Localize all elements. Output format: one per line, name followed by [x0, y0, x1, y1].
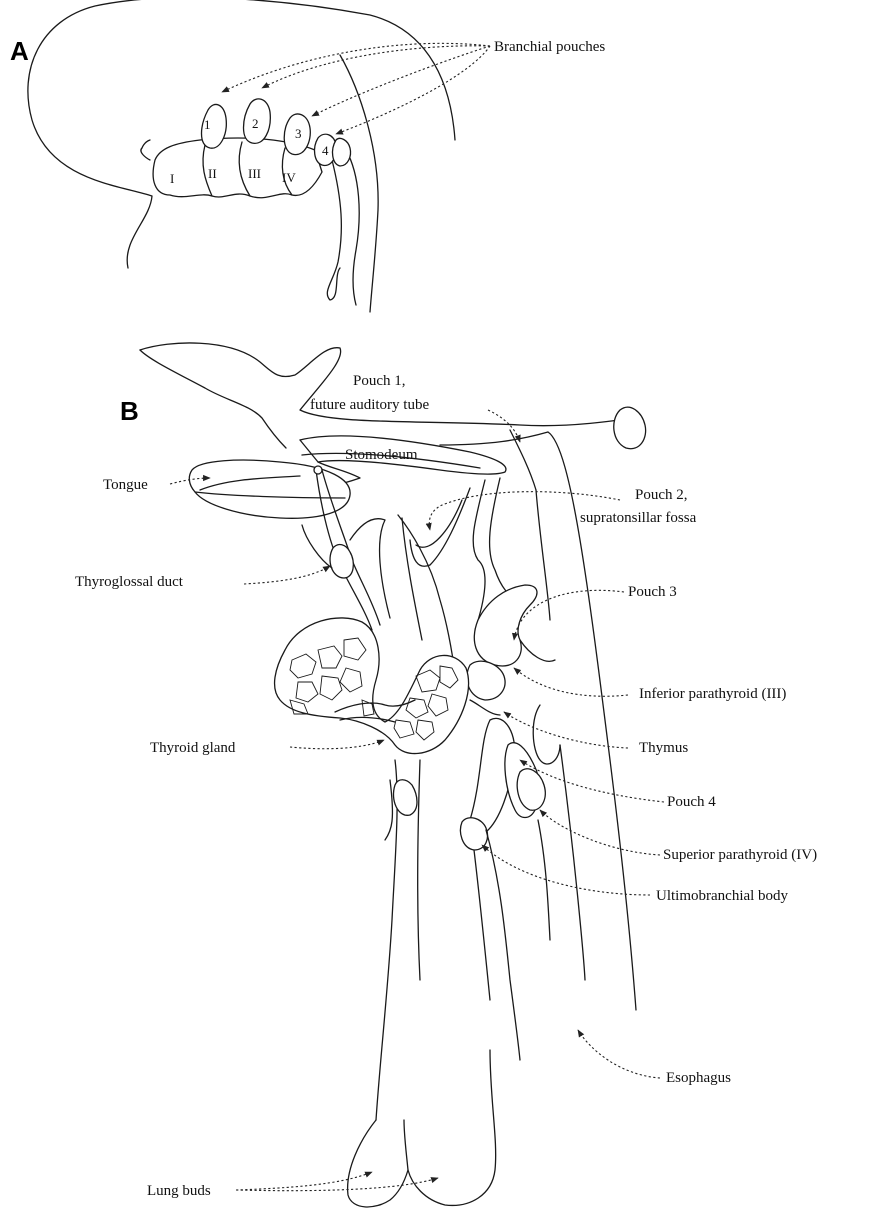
- leader-esophagus: [578, 1030, 660, 1078]
- leader-thyroid: [290, 740, 384, 749]
- foregut-outline: [346, 150, 359, 305]
- auditory-tube-end: [614, 407, 646, 449]
- arch-numeral-1: I: [170, 171, 174, 186]
- label-pouch1-line1: Pouch 1,: [353, 373, 406, 389]
- arch-numeral-2: II: [208, 166, 217, 181]
- leader-thymus: [504, 712, 628, 748]
- arch-numeral-3: III: [248, 166, 261, 181]
- pouch-number-4: 4: [322, 143, 329, 158]
- label-esophagus: Esophagus: [666, 1070, 731, 1086]
- arch-numeral-4: IV: [282, 170, 296, 185]
- label-pouch2-line1: Pouch 2,: [635, 487, 688, 503]
- label-thyroglossal-duct: Thyroglossal duct: [75, 574, 184, 590]
- inferior-parathyroid-shape: [467, 661, 505, 700]
- embryo-back-outline: [340, 55, 378, 312]
- label-pouch2-line2: supratonsillar fossa: [580, 510, 697, 526]
- label-pouch4: Pouch 4: [667, 794, 716, 810]
- label-inferior-parathyroid: Inferior parathyroid (III): [639, 686, 786, 702]
- label-ultimobranchial-body: Ultimobranchial body: [656, 888, 789, 904]
- label-lung-buds: Lung buds: [147, 1183, 211, 1199]
- leader-lung-bud-left: [236, 1172, 372, 1190]
- leader-pouch1: [488, 410, 520, 442]
- thyroid-gland-shape: [275, 618, 469, 754]
- panel-a: A 1 2 3 4 I II III IV Branchial pouches: [10, 0, 605, 312]
- panel-a-letter: A: [10, 36, 29, 66]
- leader-inf-parathyroid: [514, 668, 628, 696]
- label-superior-parathyroid: Superior parathyroid (IV): [663, 847, 817, 863]
- leader-sup-parathyroid: [540, 810, 660, 855]
- pouch-number-3: 3: [295, 126, 302, 141]
- label-branchial-pouches: Branchial pouches: [494, 39, 605, 55]
- panel-b: B Stomodeum: [75, 343, 817, 1207]
- leader-thyroglossal: [244, 566, 330, 584]
- leader-lung-bud-right: [236, 1178, 438, 1191]
- label-thyroid-gland: Thyroid gland: [150, 740, 236, 756]
- label-pouch1-line2: future auditory tube: [310, 397, 429, 413]
- embryo-head-outline: [28, 0, 455, 268]
- label-pouch3: Pouch 3: [628, 584, 677, 600]
- lung-buds-outline: [348, 1050, 496, 1207]
- pouch-number-1: 1: [204, 117, 211, 132]
- label-tongue: Tongue: [103, 477, 148, 493]
- label-thymus: Thymus: [639, 740, 688, 756]
- pouch-number-2: 2: [252, 116, 259, 131]
- foregut-inner: [327, 160, 341, 300]
- stomodeum-label: Stomodeum: [345, 447, 418, 463]
- panel-b-letter: B: [120, 396, 139, 426]
- tongue-shape: [189, 460, 350, 518]
